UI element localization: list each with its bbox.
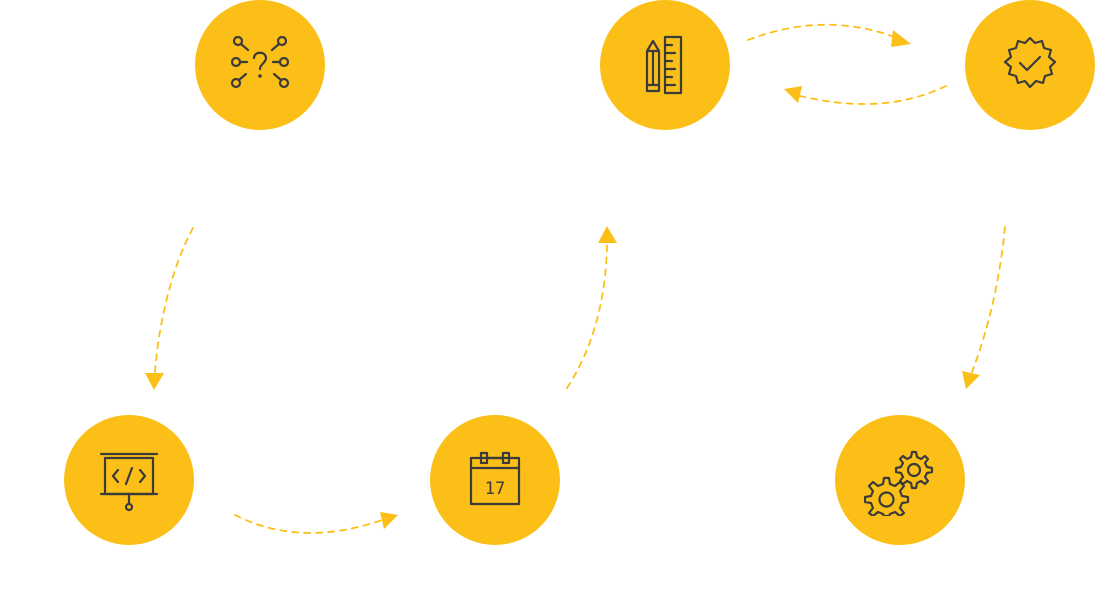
pencil-ruler-icon (645, 35, 683, 95)
arrowhead-approval-to-design (784, 86, 802, 103)
step-approval (965, 0, 1095, 130)
calendar-icon: 17 (469, 451, 521, 506)
arrow-approval-to-design (799, 85, 947, 105)
network-question-icon (230, 35, 290, 89)
step-develop (64, 415, 194, 545)
arrowhead-design-to-approval (891, 30, 911, 47)
arrow-discovery-to-develop (154, 227, 194, 373)
arrow-develop-to-schedule (234, 514, 383, 534)
arrowhead-schedule-to-design (598, 226, 617, 243)
step-deploy (835, 415, 965, 545)
arrow-design-to-approval (747, 23, 898, 41)
arrowhead-discovery-to-develop (145, 373, 164, 390)
step-schedule: 17 (430, 415, 560, 545)
arrowhead-approval-to-deploy (962, 371, 980, 389)
arrow-approval-to-deploy (971, 226, 1006, 373)
calendar-day-label: 17 (485, 479, 505, 499)
code-presentation-icon (99, 452, 159, 512)
gears-icon (864, 450, 934, 516)
verified-badge-icon (1003, 36, 1057, 89)
arrow-schedule-to-design (566, 244, 608, 389)
step-design (600, 0, 730, 130)
arrowhead-develop-to-schedule (380, 512, 398, 529)
step-discovery (195, 0, 325, 130)
